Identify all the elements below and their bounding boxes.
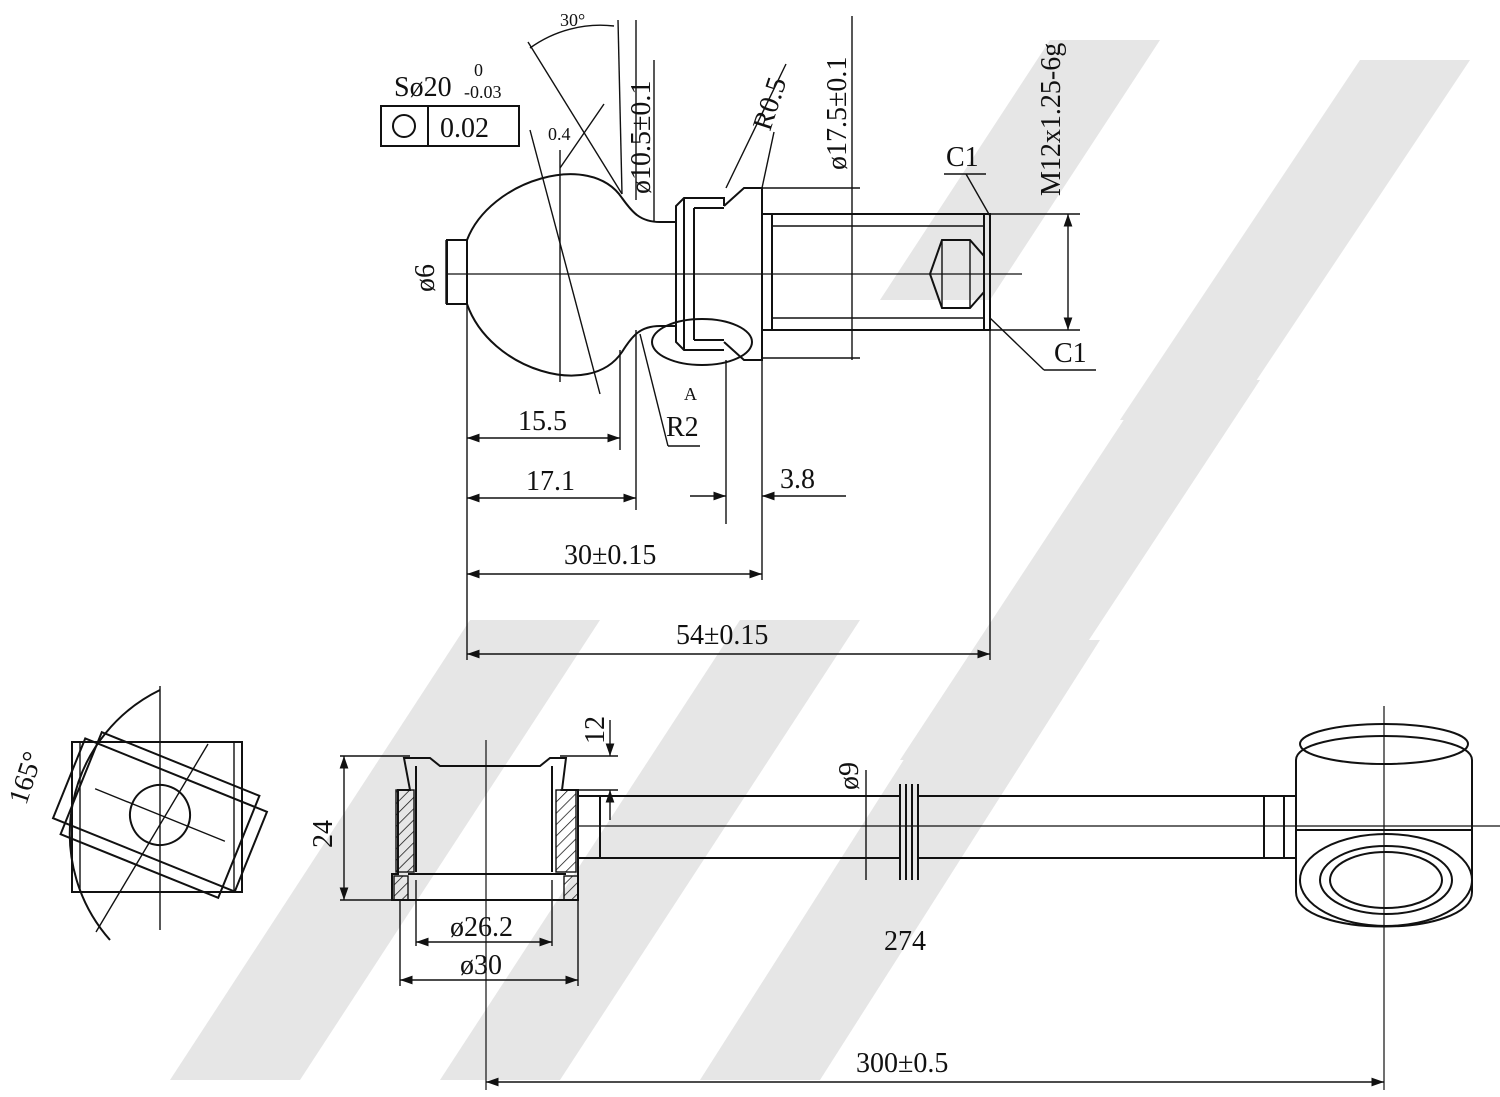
dim-15-5: 15.5 — [518, 406, 567, 437]
sphere-label: Sø20 — [394, 72, 452, 103]
dim-r2: R2 — [666, 412, 699, 443]
link-rod-drawing — [51, 686, 1500, 1090]
dim-d17-5: ø17.5±0.1 — [822, 57, 853, 170]
dim-d6: ø6 — [410, 264, 441, 292]
dim-300: 300±0.5 — [856, 1048, 948, 1079]
detail-a-label: A — [684, 384, 697, 404]
thread-spec: M12x1.25-6g — [1036, 43, 1067, 196]
dim-30: 30±0.15 — [564, 540, 656, 571]
ball-pin-drawing — [380, 16, 1096, 660]
dim-d10-5: ø10.5±0.1 — [626, 81, 657, 194]
chamfer-c1-top: C1 — [946, 142, 979, 173]
dim-0-4: 0.4 — [548, 124, 571, 144]
dim-r0-5: R0.5 — [747, 74, 793, 135]
dim-12: 12 — [580, 716, 611, 744]
dim-17-1: 17.1 — [526, 466, 575, 497]
dim-24: 24 — [308, 820, 339, 848]
watermark — [170, 40, 1470, 1080]
angle-30: 30° — [560, 10, 585, 30]
dim-d26-2: ø26.2 — [450, 912, 513, 943]
dim-274: 274 — [884, 926, 926, 957]
dim-d30: ø30 — [460, 950, 502, 981]
angle-165: 165° — [3, 748, 49, 808]
tolerance-value: 0.02 — [440, 113, 489, 144]
dim-3-8: 3.8 — [780, 464, 815, 495]
dim-54: 54±0.15 — [676, 620, 768, 651]
sphere-tol-lower: -0.03 — [464, 82, 502, 102]
sphere-tol-upper: 0 — [474, 60, 483, 80]
chamfer-c1-bottom: C1 — [1054, 338, 1087, 369]
dim-d9: ø9 — [834, 762, 865, 790]
